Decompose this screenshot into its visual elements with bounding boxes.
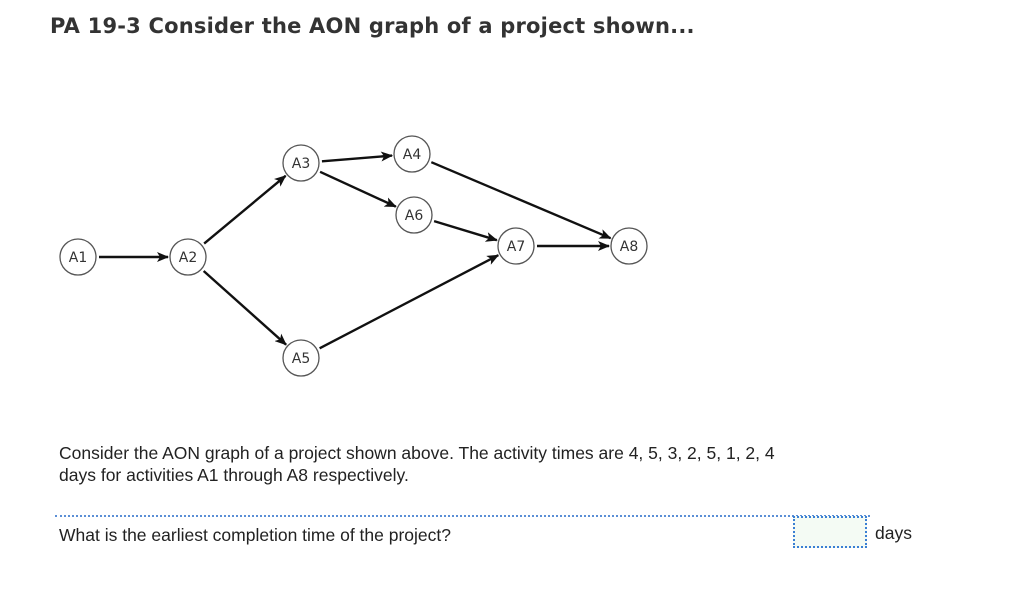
edge-a2-a3 bbox=[203, 174, 287, 245]
edge-a6-a7 bbox=[433, 219, 498, 242]
node-a3: A3 bbox=[282, 144, 320, 182]
node-label: A3 bbox=[292, 156, 310, 172]
edge-a4-a8 bbox=[430, 161, 612, 240]
node-label: A1 bbox=[69, 250, 87, 266]
node-circle bbox=[282, 144, 320, 182]
node-a5: A5 bbox=[282, 339, 320, 377]
edge-a3-a6 bbox=[319, 170, 397, 208]
node-circle bbox=[282, 339, 320, 377]
edge-a2-a5 bbox=[202, 270, 287, 346]
node-label: A2 bbox=[179, 250, 197, 266]
node-label: A4 bbox=[403, 147, 422, 163]
node-circle bbox=[497, 227, 535, 265]
edge-a5-a7 bbox=[319, 254, 500, 350]
node-circle bbox=[395, 196, 433, 234]
unit-label: days bbox=[875, 523, 912, 543]
question-text: What is the earliest completion time of … bbox=[59, 525, 451, 545]
node-a8: A8 bbox=[610, 227, 648, 265]
node-a2: A2 bbox=[169, 238, 207, 276]
node-a1: A1 bbox=[59, 238, 97, 276]
answer-input[interactable] bbox=[793, 516, 867, 548]
edge-a3-a4 bbox=[321, 151, 394, 163]
question-row: What is the earliest completion time of … bbox=[55, 515, 870, 553]
node-circle bbox=[59, 238, 97, 276]
page-title: PA 19-3 Consider the AON graph of a proj… bbox=[50, 14, 695, 38]
node-circle bbox=[610, 227, 648, 265]
node-a6: A6 bbox=[395, 196, 433, 234]
node-circle bbox=[393, 135, 431, 173]
node-a7: A7 bbox=[497, 227, 535, 265]
node-label: A8 bbox=[620, 239, 638, 255]
node-label: A7 bbox=[507, 239, 525, 255]
node-label: A5 bbox=[292, 351, 310, 367]
node-a4: A4 bbox=[393, 135, 431, 173]
problem-description: Consider the AON graph of a project show… bbox=[59, 443, 775, 485]
node-label: A6 bbox=[405, 208, 424, 224]
node-circle bbox=[169, 238, 207, 276]
